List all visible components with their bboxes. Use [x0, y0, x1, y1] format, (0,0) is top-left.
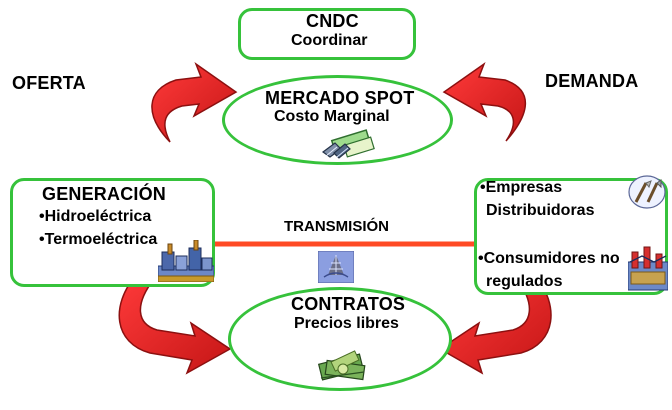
distributors-line-1: •Empresas: [480, 179, 563, 196]
cndc-title: CNDC: [306, 11, 359, 31]
industry-icon: [628, 244, 668, 292]
bottom-right-curved-arrow: [438, 274, 552, 375]
distributors-line-2: Distribuidoras: [486, 202, 595, 219]
consumers-line-1: •Consumidores no: [478, 250, 620, 267]
transmission-label: TRANSMISIÓN: [284, 218, 389, 235]
top-right-curved-arrow: [442, 61, 527, 142]
cndc-subtitle: Coordinar: [291, 32, 368, 49]
cndc-box: [238, 8, 416, 60]
contracts-title: CONTRATOS: [291, 294, 406, 314]
generation-item-hydro: •Hidroeléctrica: [39, 208, 152, 225]
tower-icon: [318, 251, 354, 283]
spot-market-title: MERCADO SPOT: [265, 88, 415, 108]
money-card-icon: [317, 129, 379, 162]
tools-icon: [626, 173, 668, 211]
top-left-curved-arrow: [151, 61, 238, 143]
cash-icon: [316, 349, 370, 384]
factory-icon: [158, 240, 214, 282]
contracts-subtitle: Precios libres: [294, 315, 399, 332]
generation-title: GENERACIÓN: [42, 184, 167, 204]
spot-market-subtitle: Costo Marginal: [274, 108, 390, 125]
supply-label: OFERTA: [12, 73, 86, 93]
generation-item-thermo: •Termoeléctrica: [39, 231, 158, 248]
demand-label: DEMANDA: [545, 71, 639, 91]
bottom-left-curved-arrow: [118, 274, 232, 375]
consumers-line-2: regulados: [486, 273, 563, 290]
